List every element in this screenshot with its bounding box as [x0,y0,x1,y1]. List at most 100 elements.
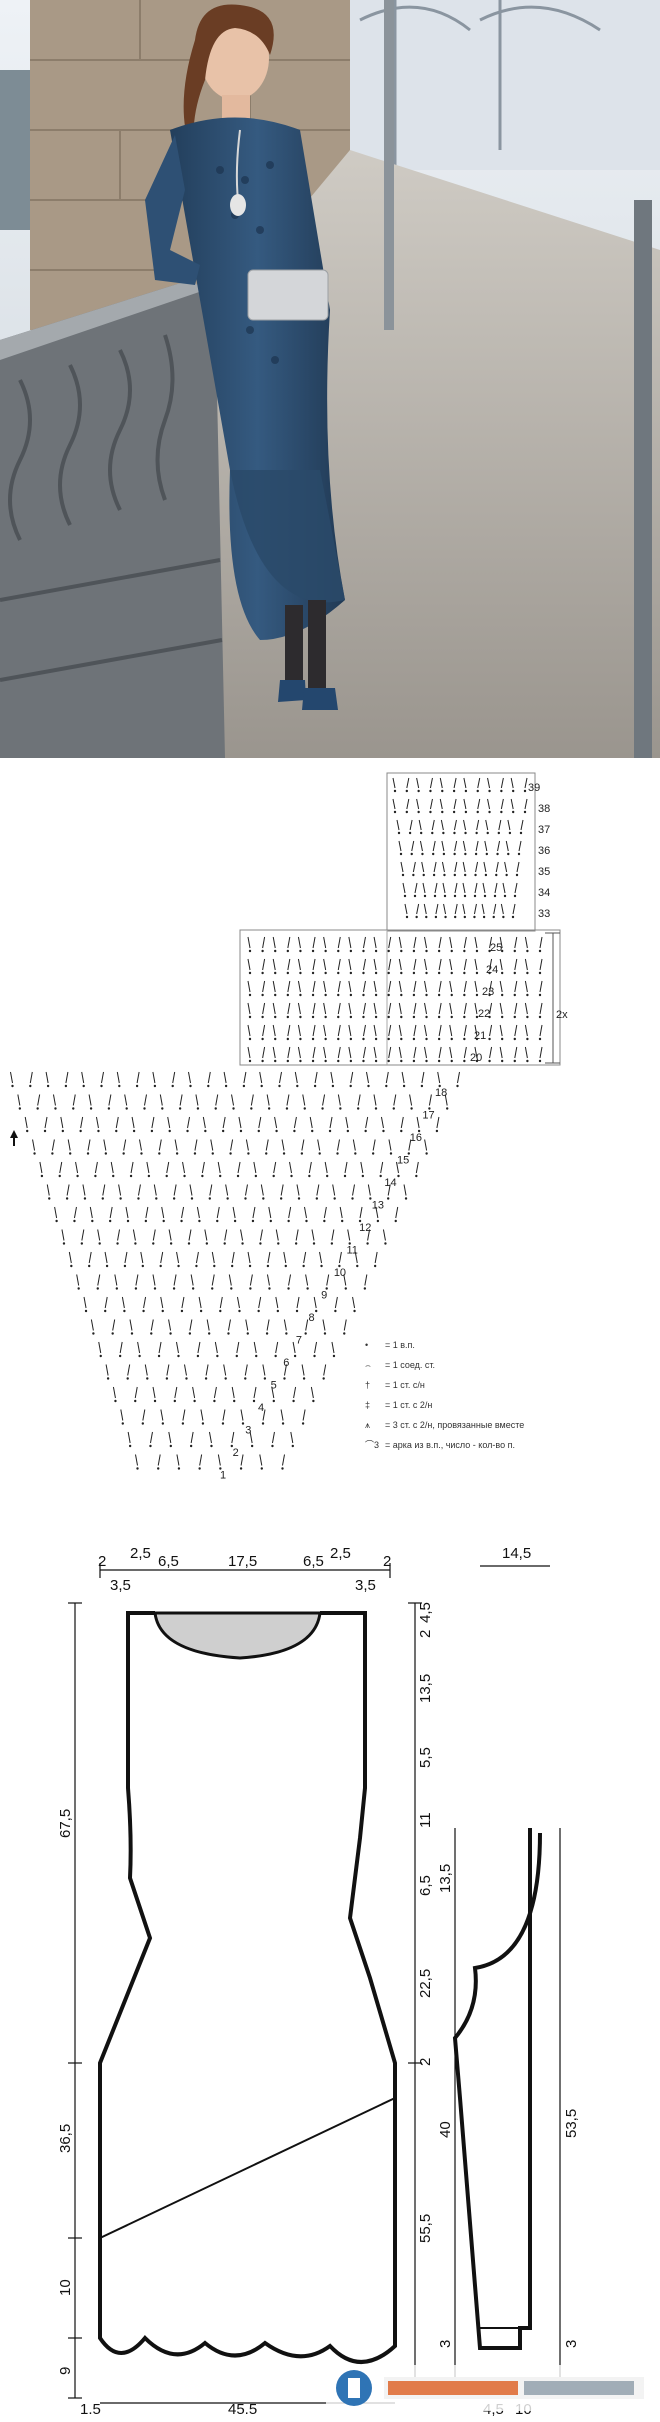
stitch-row [10,1071,460,1088]
stitch-row [247,980,543,997]
dim-sleeve-length: 40 [437,2121,454,2138]
legend-symbol: † [365,1380,370,1390]
dim-left-b: 36,5 [57,2124,74,2153]
dim-top-i: 3,5 [355,1577,376,1594]
dim-sleeve-cuff-right: 3 [563,2340,580,2348]
stitch-row [105,1364,327,1380]
stitch-row [247,1024,543,1041]
dim-top-e: 6,5 [303,1553,324,1570]
row-number: 37 [538,824,550,836]
legend-symbol: ⌒3 [365,1440,379,1450]
site-logo [326,2365,656,2411]
stitch-row [402,882,518,898]
dim-right-h: 2 [417,2058,434,2066]
legend-entry: = 1 ст. с 2/н [385,1400,432,1410]
stitch-row [90,1319,347,1335]
dim-top-c: 6,5 [158,1553,179,1570]
dim-sleeve-cuff: 3 [437,2340,454,2348]
legend-symbol: ‡ [365,1400,370,1410]
row-number: 4 [258,1402,264,1414]
stitch-row [112,1386,315,1403]
row-number: 8 [309,1312,315,1324]
row-number: 3 [245,1425,251,1437]
row-number: 24 [486,964,498,976]
row-number: 7 [296,1335,302,1347]
row-number: 38 [538,803,550,815]
dim-right-d: 5,5 [417,1747,434,1768]
row-number: 22 [478,1008,490,1020]
stitch-row [54,1206,399,1223]
stitch-row [392,777,528,793]
stitch-row [400,861,520,877]
dim-right-f: 6,5 [417,1875,434,1896]
stitch-row [120,1409,306,1425]
row-number: 12 [359,1222,371,1234]
row-number: 17 [422,1110,434,1122]
dim-sleeve-cap: 13,5 [437,1864,454,1893]
dim-bottom-a: 1.5 [80,2401,101,2417]
legend-symbol: ⌢ [365,1360,371,1370]
dress-schematic: 2 2,5 6,5 17,5 6,5 2,5 2 3,5 3,5 67,5 36… [0,1538,660,2418]
stitch-row [68,1251,378,1268]
row-number: 11 [346,1245,357,1257]
row-number: 33 [538,908,550,920]
row-number: 35 [538,866,550,878]
row-number: 21 [474,1030,486,1042]
dim-right-e: 11 [417,1812,434,1828]
row-number: 20 [470,1052,482,1064]
row-number: 18 [435,1087,447,1099]
row-number: 25 [490,942,502,954]
legend-entry: = 3 ст. с 2/н, провязанные вместе [385,1420,524,1430]
row-number: 34 [538,887,550,899]
row-number: 1 [220,1470,226,1482]
dim-sleeve-side: 53,5 [563,2109,580,2138]
stitch-row [398,840,522,856]
row-number: 9 [321,1290,327,1302]
dim-top-f: 2,5 [330,1545,351,1562]
dim-top-a: 2 [98,1553,106,1570]
row-number: 16 [410,1132,422,1144]
dim-left-a: 67,5 [57,1809,74,1838]
dim-bottom-b: 45.5 [228,2401,257,2417]
stitch-row [127,1431,294,1448]
legend-entry: = 1 в.п. [385,1340,415,1350]
stitch-row [17,1094,449,1110]
stitch-row [61,1229,387,1245]
start-arrow-icon [10,1130,18,1146]
model-photo [0,0,660,758]
stitch-row [392,798,528,814]
dim-left-d: 9 [57,2367,74,2375]
stitch-row [39,1161,419,1178]
stitch-row [76,1274,368,1290]
row-number: 5 [271,1380,277,1392]
stitch-row [247,1046,543,1063]
legend-entry: = 1 соед. ст. [385,1360,435,1370]
dim-right-b: 2 [417,1630,434,1638]
dim-top-b: 2,5 [130,1545,151,1562]
legend-entry: = 1 ст. с/н [385,1380,425,1390]
dim-right-a: 4,5 [417,1602,434,1623]
dim-top-h: 3,5 [110,1577,131,1594]
chart-legend: • = 1 в.п. ⌢ = 1 соед. ст. † = 1 ст. с/н ‡ = 1 … [365,1340,524,1450]
row-number: 39 [528,782,540,794]
row-number: 2 [233,1447,239,1459]
legend-symbol: • [365,1340,368,1350]
stitch-row [247,958,543,975]
dim-sleeve-top: 14,5 [502,1545,531,1562]
dim-right-i: 55,5 [417,2214,434,2243]
stitch-row [46,1184,408,1200]
dim-right-c: 13,5 [417,1674,434,1703]
stitch-row [24,1116,440,1133]
row-number: 10 [334,1267,346,1279]
legend-entry: = арка из в.п., число - кол-во п. [385,1440,515,1450]
row-number: 14 [384,1177,396,1189]
stitch-row [396,819,524,835]
dim-left-c: 10 [57,2279,74,2296]
stitch-row [32,1139,428,1155]
stitch-row [247,1002,543,1019]
stitch-row [83,1296,356,1313]
dim-top-d: 17,5 [228,1553,257,1570]
row-number: 15 [397,1155,409,1167]
stitch-row [98,1341,336,1358]
